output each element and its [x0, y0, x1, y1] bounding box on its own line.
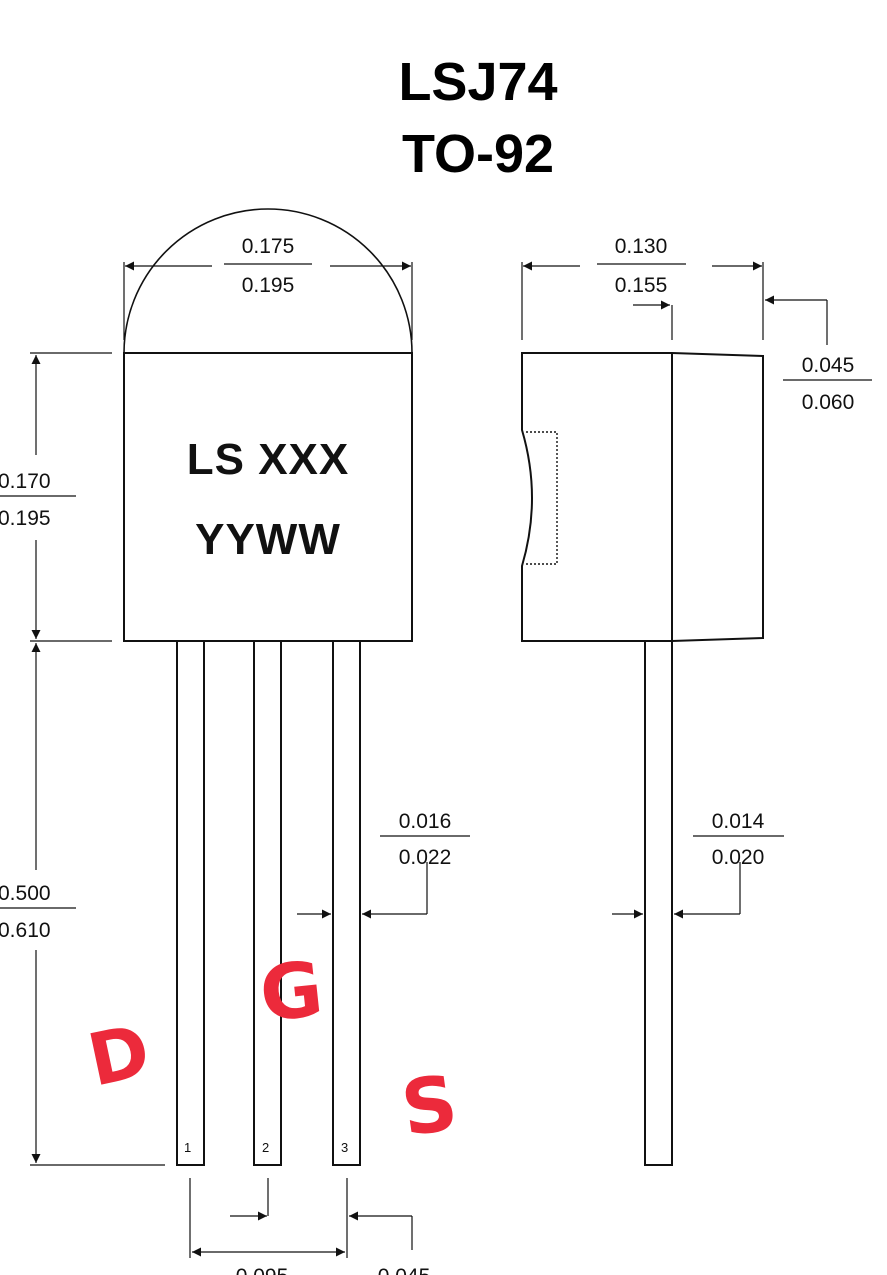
lead-width-min: 0.016	[399, 810, 452, 833]
lead-3	[332, 640, 361, 1166]
body-width-min: 0.175	[242, 235, 295, 258]
part-number-title: LSJ74	[398, 52, 557, 112]
side-view: 0.130 0.155 0.045 0.060 0.014 0.020	[521, 235, 872, 1166]
pin-number-3: 3	[341, 1140, 348, 1155]
side-offset-min: 0.045	[802, 354, 855, 377]
body-depth-min: 0.130	[615, 235, 668, 258]
marking-line-2: YYWW	[195, 515, 341, 564]
front-view: LS XXX YYWW 1 2 3 0.175 0.195 0.170 0.19…	[0, 208, 470, 1275]
lead-length-min: 0.500	[0, 882, 51, 905]
package-body-side	[521, 352, 764, 642]
pin-number-2: 2	[262, 1140, 269, 1155]
package-body-front	[123, 352, 413, 642]
drain-annotation: D	[81, 1008, 157, 1103]
package-title: TO-92	[402, 124, 554, 184]
flat-face-detail	[526, 431, 558, 565]
body-width-max: 0.195	[242, 274, 295, 297]
gate-annotation: G	[256, 944, 327, 1039]
body-height-max: 0.195	[0, 507, 51, 530]
body-dome	[123, 208, 413, 354]
lead-thickness-max: 0.020	[712, 846, 765, 869]
lead-1	[176, 640, 205, 1166]
lead-offset-min: 0.045	[378, 1265, 431, 1275]
source-annotation: S	[396, 1058, 463, 1154]
pin-number-1: 1	[184, 1140, 191, 1155]
lead-thickness-min: 0.014	[712, 810, 765, 833]
side-offset-max: 0.060	[802, 391, 855, 414]
lead-2	[253, 640, 282, 1166]
marking-line-1: LS XXX	[187, 435, 350, 484]
body-height-min: 0.170	[0, 470, 51, 493]
lead-width-max: 0.022	[399, 846, 452, 869]
lead-side	[644, 640, 673, 1166]
body-depth-max: 0.155	[615, 274, 668, 297]
pin-pitch-min: 0.095	[236, 1265, 289, 1275]
lead-length-max: 0.610	[0, 919, 51, 942]
